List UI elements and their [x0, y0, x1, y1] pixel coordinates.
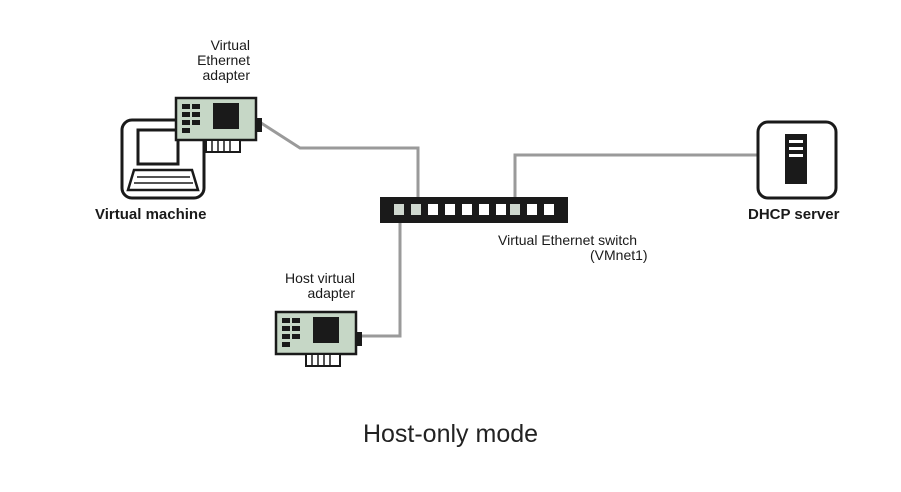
- host-adapter-label-line1: Host virtual: [284, 270, 355, 286]
- cable-switch-to-dhcp: [513, 153, 758, 207]
- switch-label-line1: Virtual Ethernet switch: [498, 232, 638, 248]
- cables: [257, 119, 758, 338]
- vm-adapter-label: Virtual Ethernet adapter: [180, 38, 250, 83]
- dhcp-server-label: DHCP server: [748, 206, 840, 223]
- virtual-machine-label: Virtual machine: [95, 206, 207, 223]
- switch-label: Virtual Ethernet switch (VMnet1): [498, 233, 648, 263]
- diagram-caption: Host-only mode: [362, 420, 539, 448]
- host-adapter-label: Host virtual adapter: [260, 271, 355, 301]
- switch-label-line2: (VMnet1): [590, 247, 648, 263]
- host-adapter-label-line2: adapter: [307, 285, 355, 301]
- host-adapter-card-icon: [274, 310, 362, 367]
- vm-adapter-label-line1: Virtual: [210, 37, 250, 53]
- vm-adapter-card-icon: [174, 96, 262, 153]
- dhcp-server-icon: [756, 120, 838, 200]
- vm-adapter-label-line3: adapter: [202, 67, 250, 83]
- vm-adapter-label-line2: Ethernet: [197, 52, 250, 68]
- cable-vm-to-switch: [257, 119, 420, 207]
- ethernet-switch-icon: [380, 197, 568, 223]
- cable-host-to-switch: [354, 210, 402, 338]
